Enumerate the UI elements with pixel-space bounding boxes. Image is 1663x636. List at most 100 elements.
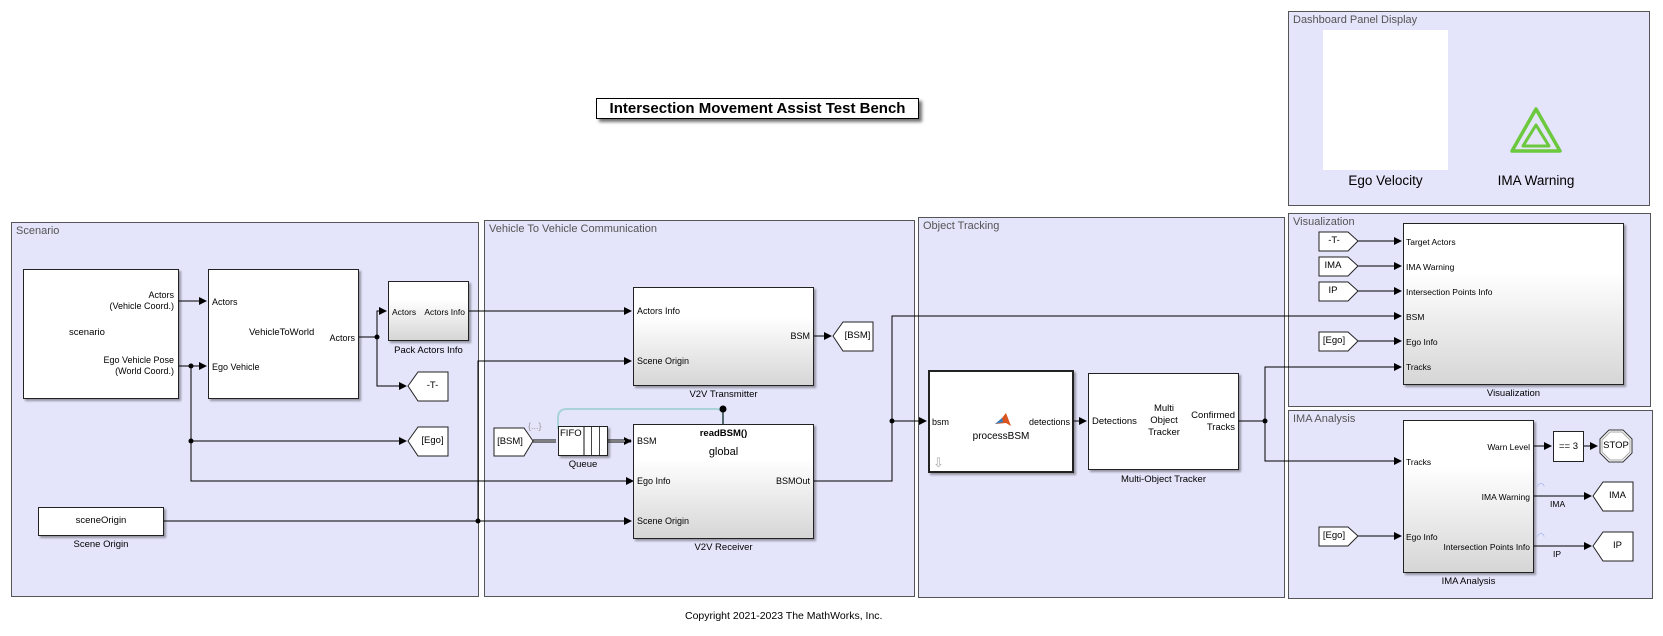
- port-label: (World Coord.): [115, 366, 174, 376]
- goto-t-label: -T-: [426, 380, 439, 391]
- port-bsm-in: BSM: [637, 436, 657, 446]
- scenario-block-name: scenario: [69, 327, 105, 338]
- stop-simulation-block[interactable]: [1599, 429, 1633, 463]
- goto-ip-block[interactable]: [1592, 531, 1634, 562]
- queue-slot: [591, 427, 592, 455]
- goto-bsm-block[interactable]: [832, 321, 874, 352]
- port-scene-origin-in: Scene Origin: [637, 356, 690, 366]
- ego-velocity-gauge[interactable]: [1323, 30, 1448, 170]
- port-actors-info-in: Actors Info: [637, 306, 681, 316]
- from-ip-label: IP: [1328, 285, 1338, 296]
- port-label: Confirmed: [1191, 410, 1235, 421]
- scenario-block[interactable]: Actors (Vehicle Coord.) scenario Ego Veh…: [23, 269, 179, 399]
- tracker-name-line: Multi: [1153, 403, 1175, 414]
- port-label: Actors: [148, 290, 174, 300]
- pack-actors-info-block[interactable]: Actors Actors Info: [388, 281, 469, 341]
- goto-ego-block[interactable]: [407, 426, 449, 457]
- port-bsm-in: bsm: [932, 417, 950, 427]
- scene-origin-block[interactable]: sceneOrigin: [38, 507, 164, 536]
- area-v2v[interactable]: Vehicle To Vehicle Communication: [484, 220, 915, 597]
- v2v-receiver-label: V2V Receiver: [694, 542, 753, 553]
- ima-warning-label: IMA Warning: [1497, 173, 1575, 188]
- stop-label: STOP: [1603, 440, 1629, 451]
- visualization-block[interactable]: Target Actors IMA Warning Intersection P…: [1403, 223, 1624, 385]
- process-bsm-block[interactable]: bsm detections processBSM ⇩: [928, 370, 1074, 473]
- v2v-transmitter-block[interactable]: Actors Info Scene Origin BSM: [633, 287, 814, 386]
- queue-slot: [583, 427, 585, 455]
- port-ego-info-in: Ego Info: [1406, 532, 1438, 542]
- down-arrow-icon: ⇩: [933, 455, 944, 470]
- port-detections-out: detections: [1028, 417, 1070, 427]
- port-ego-pose: Ego Vehicle Pose (World Coord.): [103, 355, 174, 377]
- port-bsm: BSM: [1406, 312, 1425, 322]
- process-bsm-name: processBSM: [972, 431, 1030, 442]
- goto-ego-label: [Ego]: [421, 435, 444, 446]
- port-ima-warning-out: IMA Warning: [1481, 492, 1530, 502]
- from-ego-ima-label: [Ego]: [1322, 530, 1346, 541]
- compare-value: == 3: [1558, 441, 1579, 452]
- from-ima-label: IMA: [1324, 260, 1342, 271]
- area-title-visualization: Visualization: [1293, 216, 1355, 228]
- signal-logging-icon: ◠: [1537, 531, 1545, 541]
- queue-label: Queue: [568, 459, 598, 470]
- from-ego-ima-block[interactable]: [1318, 526, 1360, 547]
- from-bsm-label: [BSM]: [497, 436, 523, 447]
- ima-warning-lamp-icon[interactable]: [1508, 105, 1564, 155]
- from-t-label: -T-: [1328, 235, 1340, 246]
- multi-object-tracker-block[interactable]: Detections Multi Object Tracker Confirme…: [1088, 373, 1239, 470]
- from-t-block[interactable]: [1318, 231, 1360, 252]
- v2v-receiver-block[interactable]: readBSM() global BSM Ego Info Scene Orig…: [633, 424, 814, 539]
- goto-t-block[interactable]: [407, 371, 449, 402]
- model-title-annotation[interactable]: Intersection Movement Assist Test Bench: [596, 98, 919, 119]
- port-actors-info-out: Actors Info: [424, 307, 465, 317]
- signal-ima-label: IMA: [1550, 499, 1566, 509]
- area-title-object-tracking: Object Tracking: [923, 220, 1000, 232]
- port-warn-level-out: Warn Level: [1487, 442, 1530, 452]
- queue-block[interactable]: FIFO: [558, 426, 608, 456]
- vehicle-to-world-block[interactable]: Actors Ego Vehicle VehicleToWorld Actors: [208, 269, 359, 399]
- tracker-name-line: Object: [1150, 415, 1178, 426]
- port-ego-info-in: Ego Info: [637, 476, 671, 486]
- port-label: Tracks: [1206, 422, 1235, 433]
- ima-analysis-block[interactable]: Tracks Ego Info Warn Level IMA Warning I…: [1403, 420, 1534, 573]
- port-label: Ego Vehicle Pose: [103, 355, 174, 365]
- port-intersection-points: Intersection Points Info: [1406, 287, 1493, 297]
- port-ego-vehicle-in: Ego Vehicle: [212, 362, 260, 372]
- goto-bsm-label: [BSM]: [844, 330, 871, 341]
- signal-ip-label: IP: [1553, 549, 1562, 559]
- receiver-function-name: readBSM(): [699, 428, 748, 439]
- port-label: (Vehicle Coord.): [109, 301, 174, 311]
- message-badge-icon: {...}: [528, 421, 542, 431]
- port-intersection-points-out: Intersection Points Info: [1443, 542, 1530, 552]
- scene-origin-label: Scene Origin: [73, 539, 129, 550]
- area-title-v2v: Vehicle To Vehicle Communication: [489, 223, 657, 235]
- from-ego-block[interactable]: [1318, 331, 1360, 352]
- port-target-actors: Target Actors: [1406, 237, 1456, 247]
- vehicle-to-world-name: VehicleToWorld: [249, 327, 315, 338]
- scene-origin-value: sceneOrigin: [75, 515, 127, 526]
- tracker-name-line: Tracker: [1148, 427, 1180, 438]
- port-ego-info: Ego Info: [1406, 337, 1438, 347]
- from-bsm-block[interactable]: [493, 427, 535, 457]
- queue-slot: [599, 427, 600, 455]
- from-ip-block[interactable]: [1318, 281, 1360, 302]
- tracker-name: Multi Object Tracker: [1144, 403, 1184, 439]
- port-confirmed-tracks-out: Confirmed Tracks: [1191, 410, 1235, 434]
- port-actors-vehicle: Actors (Vehicle Coord.): [109, 290, 174, 312]
- model-title: Intersection Movement Assist Test Bench: [609, 100, 906, 117]
- from-ego-label: [Ego]: [1322, 335, 1346, 346]
- port-actors-in: Actors: [392, 307, 417, 317]
- v2v-transmitter-label: V2V Transmitter: [689, 389, 758, 400]
- ima-analysis-label: IMA Analysis: [1441, 576, 1496, 587]
- goto-ima-block[interactable]: [1592, 481, 1634, 512]
- port-tracks: Tracks: [1406, 362, 1432, 372]
- port-actors-in: Actors: [212, 297, 238, 307]
- area-title-ima-analysis: IMA Analysis: [1293, 413, 1356, 425]
- port-tracks-in: Tracks: [1406, 457, 1432, 467]
- goto-ima-label: IMA: [1609, 490, 1626, 501]
- compare-to-constant-block[interactable]: == 3: [1553, 431, 1584, 462]
- from-ima-block[interactable]: [1318, 256, 1360, 277]
- port-detections-in: Detections: [1092, 416, 1137, 427]
- port-actors-out: Actors: [329, 333, 355, 343]
- visualization-label: Visualization: [1486, 388, 1541, 399]
